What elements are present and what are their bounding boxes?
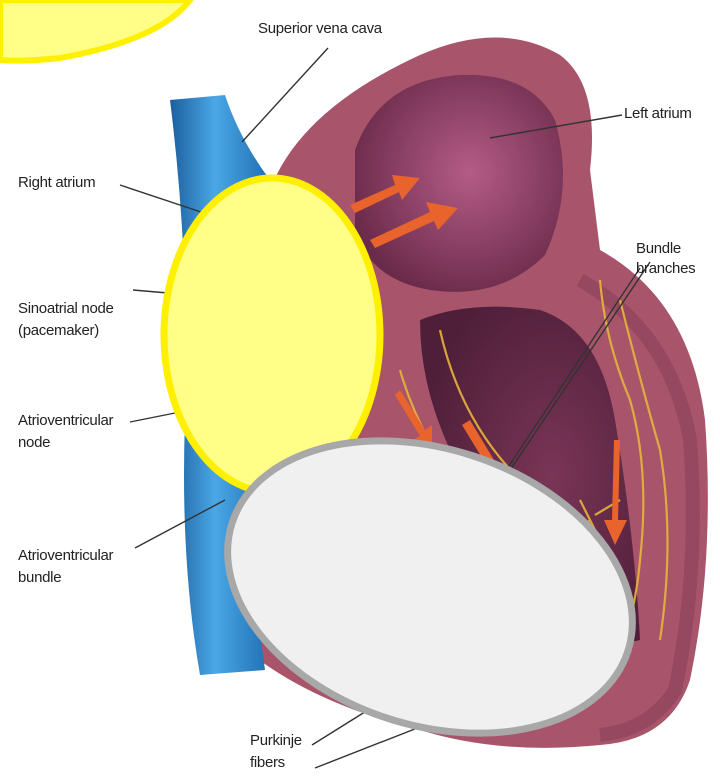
partial-yellow-callout [0,0,190,61]
label-right-atrium: Right atrium [18,172,95,193]
label-av-node-2: node [18,432,50,453]
label-bundle-branches-1: Bundle [636,238,681,259]
label-bundle-branches-2: branches [636,258,695,279]
label-av-bundle-2: bundle [18,567,61,588]
label-purkinje-1: Purkinje [250,730,302,751]
label-av-bundle-1: Atrioventricular [18,545,113,566]
left-atrium-chamber [355,75,563,292]
label-av-node-1: Atrioventricular [18,410,113,431]
label-left-atrium: Left atrium [624,103,692,124]
label-sinoatrial-2: (pacemaker) [18,320,99,341]
label-superior-vena-cava: Superior vena cava [258,18,382,39]
label-sinoatrial-1: Sinoatrial node [18,298,114,319]
label-purkinje-2: fibers [250,752,285,773]
